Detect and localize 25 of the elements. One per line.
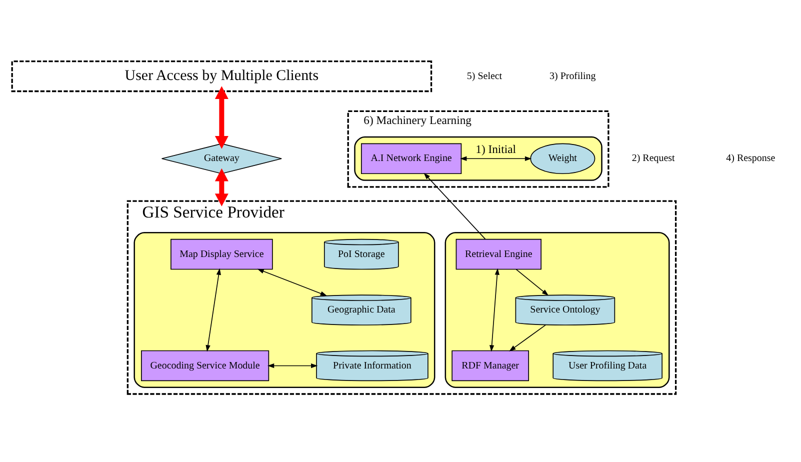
cluster: [444, 232, 670, 388]
arrow: [516, 268, 549, 296]
node-box: User Access by Multiple Clients: [11, 60, 432, 92]
label: 2) Request: [632, 153, 675, 164]
node-box: A.I Network Engine: [361, 143, 462, 174]
node-box: Retrieval Engine: [456, 238, 542, 270]
arrow: [424, 172, 486, 240]
arrow: [490, 268, 500, 352]
node-diamond: Gateway: [161, 143, 282, 174]
label: 4) Response: [726, 153, 776, 164]
node-box: Map Display Service: [170, 238, 273, 270]
arrow: [267, 363, 318, 368]
node-box: RDF Manager: [452, 350, 529, 382]
node-ellipse: Weight: [530, 143, 596, 174]
arrow: [509, 324, 546, 352]
cluster: [134, 232, 436, 388]
label: 5) Select: [466, 70, 502, 82]
arrow: [460, 156, 532, 161]
arrow: [257, 268, 328, 296]
label: 3) Profiling: [550, 70, 596, 82]
arrow: [214, 168, 228, 206]
arrow: [214, 86, 228, 149]
arrow: [206, 268, 221, 352]
edge-label: 1) Initial: [476, 142, 516, 156]
node-box: Geocoding Service Module: [141, 350, 270, 382]
